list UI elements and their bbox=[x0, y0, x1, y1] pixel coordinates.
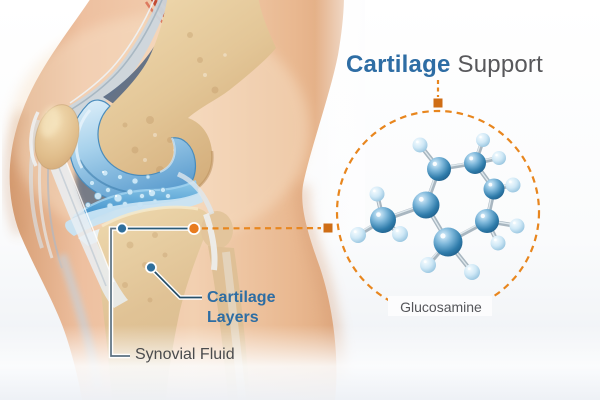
right-fade bbox=[315, 0, 365, 240]
hydrogen-atom bbox=[464, 264, 480, 280]
carbon-atom bbox=[427, 157, 451, 181]
hydrogen-atom bbox=[505, 177, 521, 193]
synovial-bracket-line bbox=[110, 227, 130, 357]
hydrogen-atom bbox=[509, 218, 525, 234]
marker-dot-orange bbox=[187, 221, 201, 235]
hydrogen-atom bbox=[490, 235, 506, 251]
hydrogen-atom bbox=[420, 257, 436, 273]
glucosamine-label: Glucosamine bbox=[400, 299, 482, 315]
quadriceps-tendon bbox=[62, 0, 170, 122]
molecule-diagram bbox=[335, 80, 541, 316]
synovial-fluid-label: Synovial Fluid bbox=[135, 346, 235, 363]
carbon-atom bbox=[433, 227, 463, 257]
glucosamine-molecule bbox=[350, 133, 525, 280]
hydrogen-atom bbox=[476, 133, 490, 147]
label-mask bbox=[388, 296, 492, 316]
carbon-atom bbox=[464, 152, 486, 174]
carbon-atom bbox=[483, 178, 505, 200]
connector-square-left bbox=[323, 223, 333, 233]
carbon-atom bbox=[412, 191, 440, 219]
callouts bbox=[108, 221, 333, 359]
cartilage-layers-label: Cartilage Layers bbox=[207, 289, 276, 326]
title-rest: Support bbox=[457, 51, 543, 78]
hydrogen-atom bbox=[350, 227, 366, 243]
cartilage-leader-line bbox=[150, 267, 202, 299]
molecule-circle-outline bbox=[335, 109, 541, 315]
marker-dot-synovial bbox=[116, 222, 128, 235]
bottom-mist bbox=[0, 325, 600, 400]
hydrogen-atom bbox=[492, 151, 506, 165]
hydrogen-atom bbox=[412, 137, 428, 153]
hydrogen-atom bbox=[369, 186, 385, 202]
hydrogen-atom bbox=[392, 226, 408, 242]
connector-square-top bbox=[433, 98, 443, 108]
patella-bone bbox=[29, 104, 80, 170]
marker-dot-cartilage bbox=[145, 261, 157, 274]
carbon-atom bbox=[475, 209, 499, 233]
title-highlight: Cartilage bbox=[346, 51, 451, 78]
carbon-atom bbox=[370, 207, 396, 233]
